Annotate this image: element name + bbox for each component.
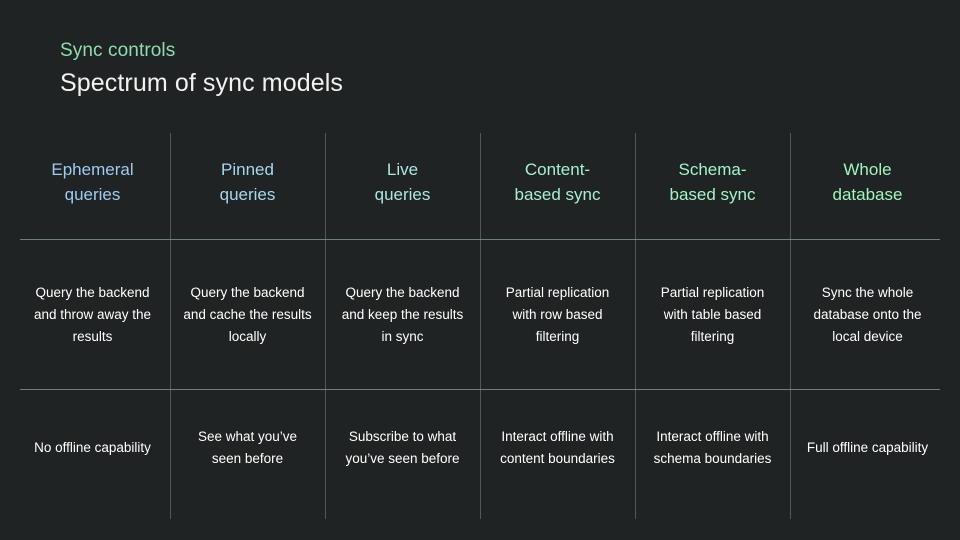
- column-header-line1: Pinned: [221, 160, 274, 179]
- description-text: Partial replication with table based fil…: [660, 284, 765, 344]
- slide-header: Sync controls Spectrum of sync models: [60, 38, 343, 100]
- table-cell: No offline capability: [15, 390, 170, 519]
- description-text: Sync the whole database onto the local d…: [813, 284, 922, 344]
- column-header-line1: Live: [386, 160, 419, 179]
- column-header-line2: based sync: [514, 185, 601, 204]
- body-row-rule: [20, 389, 940, 390]
- table-row-descriptions: Query the backend and throw away the res…: [15, 240, 945, 389]
- table-cell: Query the backend and keep the results i…: [325, 240, 480, 389]
- column-header-line2: queries: [374, 185, 431, 204]
- column-header-line1: Whole: [843, 160, 892, 179]
- table-row-offline: No offline capability See what you’ve se…: [15, 390, 945, 519]
- column-divider: [635, 133, 636, 519]
- column-header-label: Ephemeral queries: [51, 157, 133, 207]
- column-divider: [325, 133, 326, 519]
- table-header-cell: Schema- based sync: [635, 133, 790, 239]
- table-cell: Partial replication with table based fil…: [635, 240, 790, 389]
- column-header-line2: queries: [219, 185, 276, 204]
- column-header-line1: Schema-: [678, 160, 747, 179]
- table-cell: Query the backend and cache the results …: [170, 240, 325, 389]
- table-cell: Subscribe to what you’ve seen before: [325, 390, 480, 519]
- table-header-cell: Live queries: [325, 133, 480, 239]
- column-header-label: Whole database: [833, 157, 903, 207]
- column-header-label: Schema- based sync: [670, 157, 756, 207]
- description-text: Partial replication with row based filte…: [505, 284, 610, 344]
- table-cell: Partial replication with row based filte…: [480, 240, 635, 389]
- column-header-label: Pinned queries: [220, 157, 276, 207]
- column-header-line1: Ephemeral: [51, 160, 134, 179]
- table-cell: Full offline capability: [790, 390, 945, 519]
- table-header-row: Ephemeral queries Pinned queries Live qu…: [15, 133, 945, 239]
- table-cell: Sync the whole database onto the local d…: [790, 240, 945, 389]
- offline-text: Interact offline with schema boundaries: [653, 428, 772, 466]
- offline-text: Subscribe to what you’ve seen before: [345, 428, 460, 466]
- column-divider: [790, 133, 791, 519]
- offline-text: No offline capability: [34, 439, 151, 455]
- column-divider: [170, 133, 171, 519]
- table-cell: Interact offline with schema boundaries: [635, 390, 790, 519]
- column-header-label: Live queries: [375, 157, 431, 207]
- page-title: Spectrum of sync models: [60, 69, 343, 97]
- column-header-line2: queries: [64, 185, 121, 204]
- eyebrow-label: Sync controls: [60, 40, 176, 61]
- table-cell: See what you’ve seen before: [170, 390, 325, 519]
- description-text: Query the backend and throw away the res…: [33, 284, 152, 344]
- column-header-line2: database: [832, 185, 903, 204]
- offline-text: Interact offline with content boundaries: [500, 428, 615, 466]
- column-header-line2: based sync: [669, 185, 756, 204]
- table-cell: Query the backend and throw away the res…: [15, 240, 170, 389]
- table-header-cell: Pinned queries: [170, 133, 325, 239]
- table-header-cell: Whole database: [790, 133, 945, 239]
- column-header-label: Content- based sync: [515, 157, 601, 207]
- column-header-line1: Content-: [524, 160, 591, 179]
- offline-text: See what you’ve seen before: [197, 428, 298, 466]
- comparison-table: Ephemeral queries Pinned queries Live qu…: [15, 133, 945, 519]
- description-text: Query the backend and cache the results …: [183, 284, 312, 344]
- table-header-cell: Content- based sync: [480, 133, 635, 239]
- table-cell: Interact offline with content boundaries: [480, 390, 635, 519]
- header-row-rule: [20, 239, 940, 240]
- offline-text: Full offline capability: [806, 439, 929, 455]
- description-text: Query the backend and keep the results i…: [341, 284, 464, 344]
- column-divider: [480, 133, 481, 519]
- table-header-cell: Ephemeral queries: [15, 133, 170, 239]
